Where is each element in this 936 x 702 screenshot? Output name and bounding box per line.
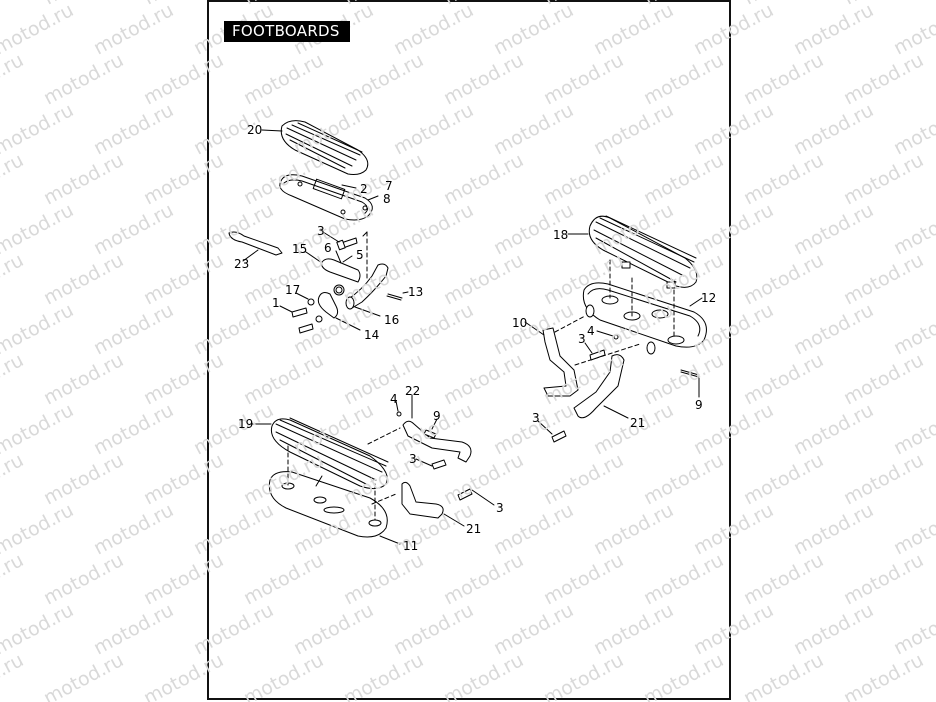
callout-17: 17 xyxy=(285,283,301,297)
callout-20: 20 xyxy=(247,123,263,137)
diagram-frame xyxy=(207,0,731,700)
part-21-bracket-right xyxy=(573,354,625,419)
callout-1: 1 xyxy=(272,296,280,310)
callout-21: 21 xyxy=(630,416,646,430)
callout-14: 14 xyxy=(364,328,380,342)
callout-13: 13 xyxy=(408,285,424,299)
callout-4: 4 xyxy=(587,324,595,338)
callout-15: 15 xyxy=(292,242,308,256)
part-23-clip xyxy=(228,231,283,256)
callout-19: 19 xyxy=(238,417,254,431)
diagram-frame-top xyxy=(207,0,729,2)
callout-2: 2 xyxy=(360,182,368,196)
part-22-bracket xyxy=(402,420,472,463)
part-16-pivot-arm xyxy=(345,263,389,310)
callout-18: 18 xyxy=(553,228,569,242)
callout-9: 9 xyxy=(433,409,441,423)
part-20-footboard-pad xyxy=(280,120,369,175)
part-21-bracket-lower xyxy=(401,481,444,519)
part-15-bracket xyxy=(321,258,361,296)
part-19-footboard-pad xyxy=(270,417,389,490)
part-8-footboard-base xyxy=(279,174,373,221)
part-12-footboard-base xyxy=(582,282,707,355)
callout-7: 7 xyxy=(385,179,393,193)
callout-3: 3 xyxy=(532,411,540,425)
callout-10: 10 xyxy=(512,316,528,330)
callout-11: 11 xyxy=(403,539,419,553)
part-10-bracket xyxy=(542,327,579,397)
callout-6: 6 xyxy=(324,241,332,255)
callout-22: 22 xyxy=(405,384,421,398)
callout-12: 12 xyxy=(701,291,717,305)
callout-16: 16 xyxy=(384,313,400,327)
callout-3: 3 xyxy=(317,224,325,238)
callout-9: 9 xyxy=(695,398,703,412)
part-3-bolt xyxy=(336,237,358,251)
callout-8: 8 xyxy=(383,192,391,206)
callout-21: 21 xyxy=(466,522,482,536)
diagram-title: FOOTBOARDS xyxy=(224,21,350,42)
callout-3: 3 xyxy=(409,452,417,466)
callout-23: 23 xyxy=(234,257,250,271)
callout-4: 4 xyxy=(390,392,398,406)
callout-5: 5 xyxy=(356,248,364,262)
callout-3: 3 xyxy=(578,332,586,346)
part-1-bolt xyxy=(291,307,308,318)
part-18-footboard-pad xyxy=(588,215,698,289)
part-17-nut xyxy=(307,298,315,306)
part-14-link xyxy=(317,292,339,319)
callout-3: 3 xyxy=(496,501,504,515)
